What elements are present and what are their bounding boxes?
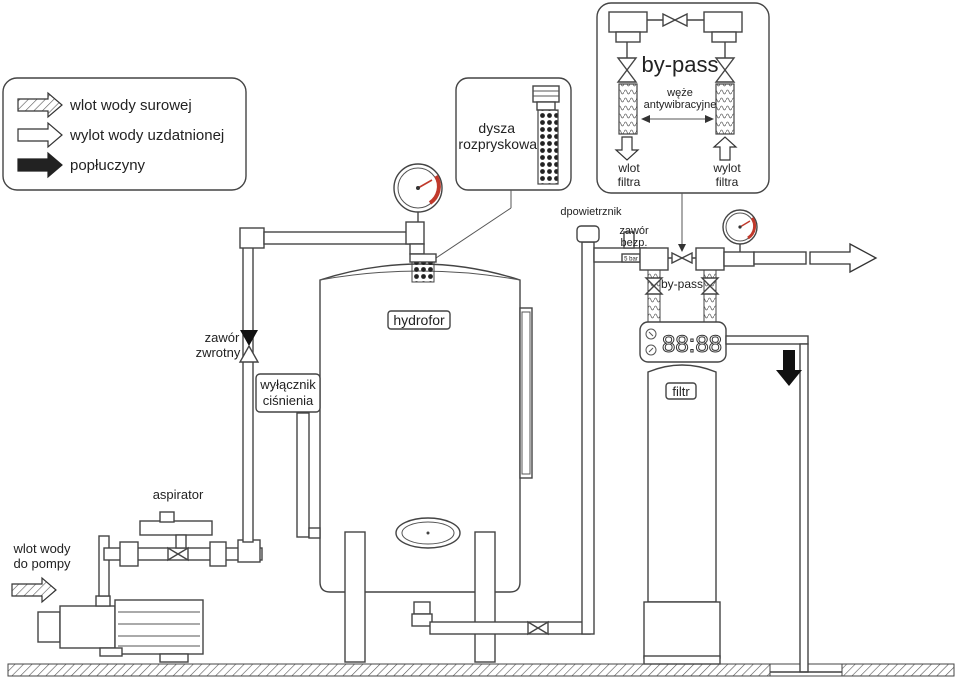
pressure-switch-line2: ciśnienia <box>263 393 314 408</box>
pump-inlet-line2: do pompy <box>13 556 71 571</box>
filter-outlet-line2: filtra <box>716 175 739 189</box>
pump <box>37 535 204 663</box>
bypass-assembly <box>639 247 807 323</box>
hydrofor-label-box <box>387 310 451 330</box>
filter-label-box <box>665 382 697 400</box>
controller-display: 88:88 <box>662 331 722 358</box>
check-valve-line1: zawór <box>205 330 240 345</box>
treated-outlet-arrow-icon <box>809 242 878 274</box>
bypass-small-label: by-pass <box>661 277 703 291</box>
pump-inlet-line1: wlot wody <box>12 541 71 556</box>
hydrofor-tank <box>319 253 591 663</box>
nozzle-label-line1: dysza <box>478 120 515 136</box>
legend-backwash: popłuczyny <box>70 157 146 174</box>
filter-inlet-line1: wlot <box>617 161 640 175</box>
pump-riser-pipe <box>239 221 425 543</box>
ground-floor <box>7 663 955 677</box>
aspirator-label: aspirator <box>153 487 204 502</box>
filter-inlet-line2: filtra <box>618 175 641 189</box>
pressure-switch-line1: wyłącznik <box>259 377 316 392</box>
bypass-hoses-line2: antywibracyjne <box>644 99 717 111</box>
aspirator <box>103 511 263 567</box>
filter-controller <box>639 321 809 363</box>
legend-raw-water: wlot wody surowej <box>69 97 192 114</box>
filter-outlet-arrow-icon <box>712 136 738 161</box>
outlet-gauge-icon <box>722 209 758 252</box>
safety-valve-rating: 5 bar <box>624 257 638 263</box>
filter-outlet-line1: wylot <box>712 161 741 175</box>
filter-label: filtr <box>672 384 690 399</box>
pump-inlet-arrow-icon <box>11 576 57 604</box>
safety-valve-line1: zawór <box>619 225 649 237</box>
filter-tank <box>643 364 721 665</box>
pressure-gauge-icon <box>393 163 443 222</box>
check-valve-icon <box>240 330 258 346</box>
filter-riser-pipe <box>576 225 647 635</box>
treated-water-arrow-icon <box>17 121 63 149</box>
backwash-drain-pipe <box>770 343 842 673</box>
safety-valve-line2: bezp. <box>621 237 648 249</box>
air-vent-label: dpowietrznik <box>560 206 622 218</box>
legend-treated-water: wylot wody uzdatnionej <box>69 127 224 144</box>
bypass-callout: by-pass węże antywibracyjne wlot filtra … <box>596 2 770 252</box>
nozzle-callout: dysza rozpryskowa <box>435 77 572 259</box>
backwash-arrow-icon <box>17 151 63 179</box>
check-valve-line2: zwrotny <box>196 345 241 360</box>
filter-inlet-arrow-icon <box>614 136 640 161</box>
legend-box: wlot wody surowej wylot wody uzdatnionej… <box>2 77 247 191</box>
nozzle-label-line2: rozpryskowa <box>458 136 537 152</box>
bypass-title: by-pass <box>641 52 718 77</box>
nozzle-icon <box>537 109 559 185</box>
raw-water-arrow-icon <box>17 91 63 119</box>
pressure-switch <box>296 412 321 539</box>
pressure-switch-label-box <box>255 373 321 413</box>
backwash-arrow-down-icon <box>776 350 802 386</box>
bypass-hoses-line1: węże <box>666 87 693 99</box>
hydrofor-label: hydrofor <box>393 312 445 328</box>
